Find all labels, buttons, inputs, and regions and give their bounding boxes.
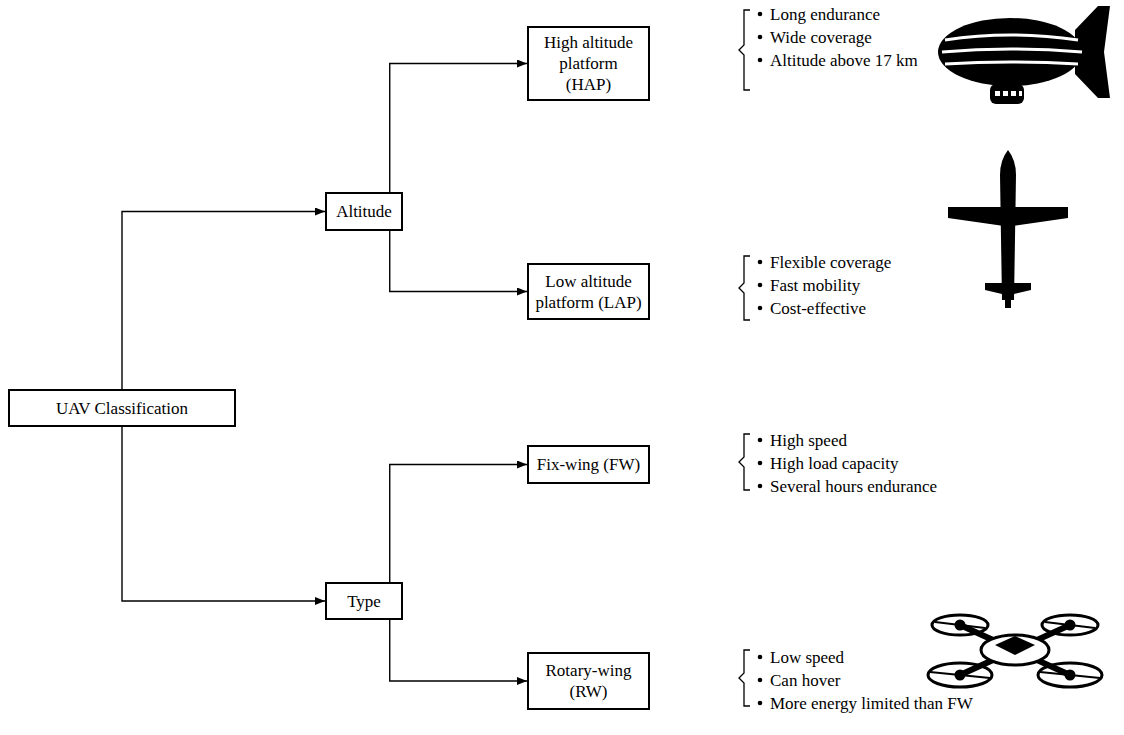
category-box: Altitude bbox=[325, 192, 403, 231]
tree-connector bbox=[122, 427, 325, 601]
bullets bbox=[758, 12, 763, 706]
feature-bullet: Altitude above 17 km bbox=[770, 50, 918, 71]
box-label: Altitude bbox=[336, 201, 392, 222]
box-label: High altitude platform (HAP) bbox=[535, 32, 642, 95]
feature-bullet: Cost-effective bbox=[770, 298, 866, 319]
category-box: Low altitude platform (LAP) bbox=[527, 263, 650, 320]
feature-bullet: Can hover bbox=[770, 670, 840, 691]
category-box: UAV Classification bbox=[8, 389, 236, 427]
tree-connector bbox=[122, 212, 325, 390]
category-box: Rotary-wing (RW) bbox=[527, 652, 650, 710]
feature-bullet: Several hours endurance bbox=[770, 476, 937, 497]
feature-bullet: Flexible coverage bbox=[770, 252, 891, 273]
feature-bullet: Low speed bbox=[770, 647, 844, 668]
feature-bullet: Fast mobility bbox=[770, 275, 860, 296]
fixed-wing-icon bbox=[948, 150, 1068, 308]
tree-connector bbox=[390, 64, 527, 193]
box-label: Rotary-wing (RW) bbox=[535, 660, 642, 702]
brackets bbox=[739, 10, 750, 706]
tree-connector bbox=[390, 231, 527, 292]
quadcopter-icon bbox=[928, 615, 1102, 687]
feature-bullet: High speed bbox=[770, 430, 847, 451]
category-box: Type bbox=[325, 582, 403, 620]
tree-connector bbox=[390, 465, 527, 583]
box-label: Low altitude platform (LAP) bbox=[535, 271, 642, 313]
feature-bullet: High load capacity bbox=[770, 453, 898, 474]
box-label: Fix-wing (FW) bbox=[537, 454, 640, 475]
category-box: Fix-wing (FW) bbox=[527, 445, 650, 484]
blimp-icon bbox=[938, 6, 1110, 104]
category-box: High altitude platform (HAP) bbox=[527, 26, 650, 101]
feature-bullet: Wide coverage bbox=[770, 27, 872, 48]
box-label: UAV Classification bbox=[56, 398, 188, 419]
feature-bullet: Long endurance bbox=[770, 4, 880, 25]
box-label: Type bbox=[347, 591, 381, 612]
feature-bullet: More energy limited than FW bbox=[770, 693, 973, 714]
tree-connector bbox=[390, 620, 527, 681]
